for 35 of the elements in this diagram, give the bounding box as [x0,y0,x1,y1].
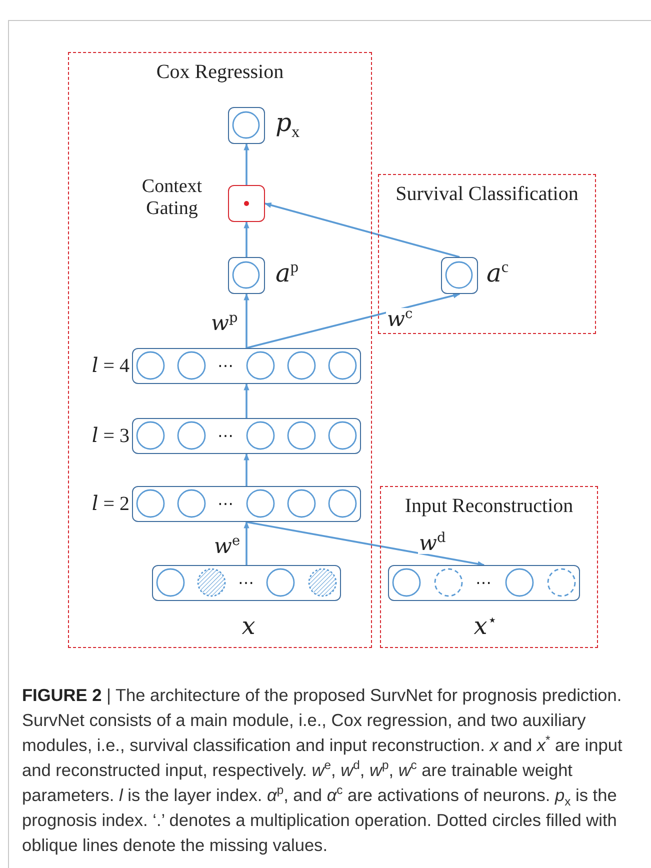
node-label: l = 3 [90,422,130,448]
arrow [246,292,460,349]
edge-label: w$^{d}$ [418,532,447,554]
node-label: x [240,612,256,642]
node-label: Context Gating [140,176,204,222]
node-label: l = 2 [90,490,130,516]
node-label: x$^{⋆}$ [472,612,498,642]
ellipsis: ⋯ [218,358,234,374]
neuron-layer [132,348,360,384]
arrow [264,202,460,258]
node-label: a$^{p}$ [276,258,300,289]
arrow [244,521,250,565]
neuron-layer [388,564,580,600]
node-label: a$^{c}$ [486,258,510,289]
module-title: Input Reconstruction [404,495,574,518]
node-label: l = 4 [90,352,130,378]
ellipsis: ⋯ [238,574,254,590]
module-frame [68,52,372,648]
ellipsis: ⋯ [218,496,234,512]
ellipsis: ⋯ [218,428,234,444]
neuron-layer [152,564,340,600]
arrow [244,293,250,348]
neuron-layer [132,418,360,454]
module-frame [380,486,598,648]
node-label: p$_{x}$ [276,108,301,142]
arrow [244,453,250,486]
arrow [244,221,250,257]
figure-caption: FIGURE 2 | The architecture of the proposed SurvNet for prognosis prediction. SurvNet consists of a main module, i.e., Cox regression, and two auxiliary modules, i.e., survival classification and input reconstruction. x and x$^{*}$ are input and reconstructed input, respectively. w$^{e}$, w$^{d}$, w$^{p}$, w$^{c}$ are trainable weight parameters. l is the layer index. α$^{p}$, and α$^{c}$ are activations of neurons. p$_{x}$ is the prognosis index. ‘.’ denotes a multiplication operation. Dotted circles filled with oblique lines denote the missing values. [22,684,624,857]
ellipsis: ⋯ [476,574,492,590]
gating-unit [228,184,264,222]
arrow [244,383,250,418]
module-title: Survival Classification [394,183,580,206]
arrow [244,143,250,185]
module-title: Cox Regression [155,61,285,84]
neuron-layer [132,486,360,522]
